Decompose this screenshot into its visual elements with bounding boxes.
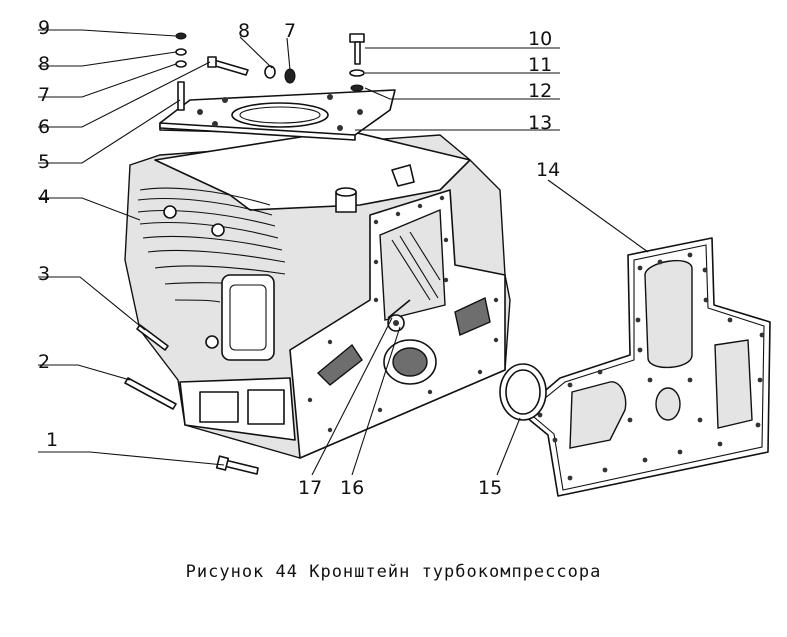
callout-11: 11 [528, 54, 552, 76]
callout-12: 12 [528, 80, 552, 102]
callout-9: 9 [38, 17, 50, 39]
callout-2: 2 [38, 351, 50, 373]
ring-15 [499, 363, 547, 421]
bracket-housing [124, 129, 511, 459]
callout-3: 3 [38, 263, 50, 285]
gasket-bolt-holes [537, 252, 765, 481]
callout-1: 1 [46, 429, 58, 451]
callout-8-top: 8 [238, 20, 250, 42]
gasket-14 [519, 237, 771, 497]
callout-17: 17 [298, 477, 322, 499]
front-plate-holes [307, 195, 499, 433]
callout-13: 13 [528, 112, 552, 134]
callout-14: 14 [536, 159, 560, 181]
flange-13 [159, 89, 396, 141]
callout-10: 10 [528, 28, 552, 50]
callout-4: 4 [38, 186, 50, 208]
callout-15: 15 [478, 477, 502, 499]
callout-5: 5 [38, 151, 50, 173]
callout-6: 6 [38, 116, 50, 138]
callout-16: 16 [340, 477, 364, 499]
fasteners [124, 32, 365, 475]
leader-lines [38, 29, 649, 476]
callout-7: 7 [38, 84, 50, 106]
figure-caption: Рисунок 44 Кронштейн турбокомпрессора [185, 562, 602, 582]
callout-8: 8 [38, 53, 50, 75]
side-hatching [137, 187, 286, 303]
callout-labels: 9 8 7 6 5 4 3 2 1 8 7 10 11 12 13 14 17 … [38, 17, 560, 499]
callout-7-top: 7 [284, 20, 296, 42]
